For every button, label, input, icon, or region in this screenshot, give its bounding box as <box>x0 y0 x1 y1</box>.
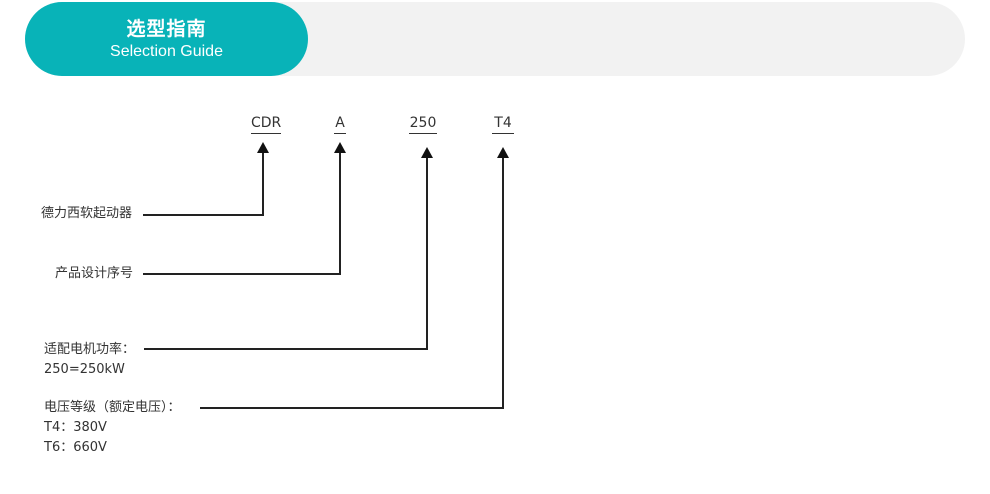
header-pill: 选型指南 Selection Guide <box>25 2 308 76</box>
connector-design <box>143 152 341 275</box>
arrow-up-icon <box>257 142 269 153</box>
code-design: A <box>334 114 346 134</box>
code-power: 250 <box>409 114 437 134</box>
page-subtitle: Selection Guide <box>110 43 223 60</box>
label-brand: 德力西软起动器 <box>41 206 133 221</box>
label-design-serial: 产品设计序号 <box>55 266 134 281</box>
arrow-up-icon <box>497 147 509 158</box>
connector-brand <box>143 152 264 216</box>
connector-power <box>144 157 428 350</box>
code-series: CDR <box>251 114 281 134</box>
label-power-example: 250=250kW <box>44 362 125 377</box>
label-power-title: 适配电机功率： <box>44 342 136 357</box>
arrow-up-icon <box>421 147 433 158</box>
code-voltage: T4 <box>492 114 514 134</box>
label-voltage-t6: T6：660V <box>44 440 107 455</box>
page-title: 选型指南 <box>126 18 207 40</box>
label-voltage-title: 电压等级（额定电压）： <box>44 400 181 415</box>
arrow-up-icon <box>334 142 346 153</box>
label-voltage-t4: T4：380V <box>44 420 107 435</box>
connector-voltage <box>200 157 504 409</box>
